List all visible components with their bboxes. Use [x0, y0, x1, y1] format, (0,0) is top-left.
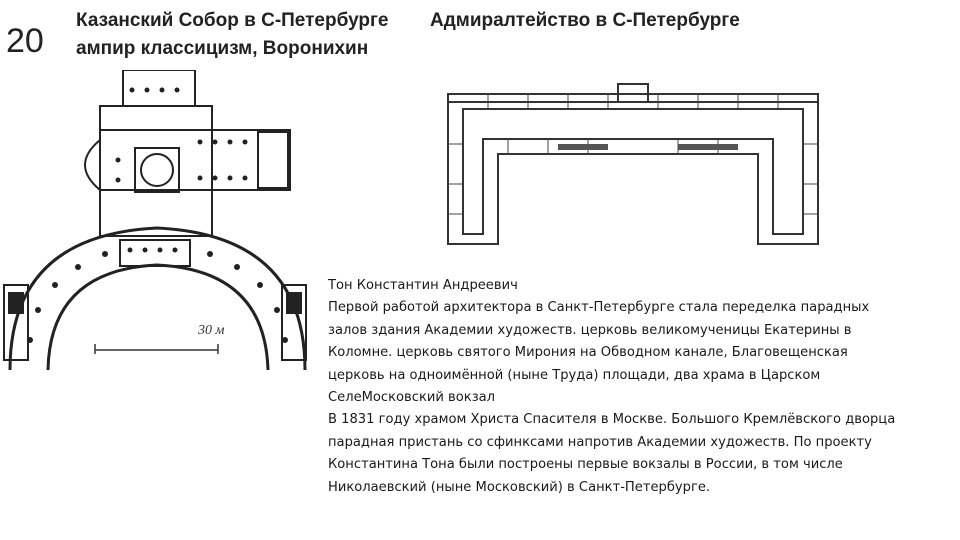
slide-number: 20 [6, 22, 44, 60]
title-kazan-cathedral: Казанский Собор в С-Петербурге [76, 10, 389, 31]
bio-line: Тон Константин Андреевич [328, 278, 518, 293]
subtitle-style-architect: ампир классицизм, Воронихин [76, 38, 369, 59]
kazan-cathedral-plan [3, 70, 307, 370]
bio-line: залов здания Академии художеств. церковь… [328, 322, 852, 338]
bio-line: Константина Тона были построены первые в… [328, 457, 843, 473]
bio-line: церковь на одноимённой (ныне Труда) площ… [328, 367, 821, 383]
admiralty-plan [447, 83, 819, 245]
bio-line: Коломне. церковь святого Мирония на Обво… [328, 345, 848, 361]
bio-line: В 1831 году храмом Христа Спасителя в Мо… [328, 412, 896, 428]
bio-line: парадная пристань со сфинксами напротив … [328, 434, 872, 450]
bio-line: Первой работой архитектора в Санкт-Петер… [328, 300, 870, 316]
title-admiralty: Адмиралтейство в С-Петербурге [430, 10, 740, 31]
bio-line: СелеМосковский вокзал [328, 390, 496, 406]
scale-label: 30 м [198, 323, 225, 338]
bio-line: Николаевский (ныне Московский) в Санкт-П… [328, 479, 711, 495]
biography-text: Тон Константин Андреевич Первой работой … [328, 275, 956, 499]
